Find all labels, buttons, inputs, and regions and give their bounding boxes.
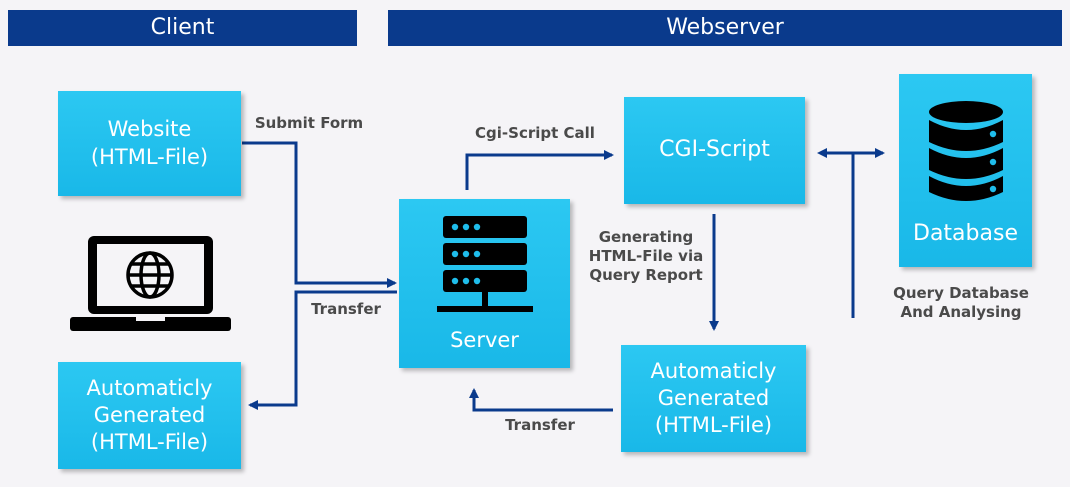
auto-generated-client-label: Automaticly Generated (HTML-File): [86, 375, 213, 455]
server-label: Server: [450, 327, 519, 352]
website-label: Website (HTML-File): [90, 117, 209, 169]
generating-label: Generating HTML-File via Query Report: [588, 228, 704, 284]
auto-generated-client-node: Automaticly Generated (HTML-File): [58, 362, 241, 469]
server-rack-icon: [437, 214, 533, 320]
database-label: Database: [913, 221, 1018, 247]
webserver-header: Webserver: [388, 10, 1062, 46]
website-node: Website (HTML-File): [58, 91, 241, 196]
client-header: Client: [8, 10, 357, 46]
cgi-script-label: CGI-Script: [659, 137, 770, 163]
laptop-globe-icon: [68, 233, 233, 333]
cgi-call-label: Cgi-Script Call: [475, 124, 595, 142]
submit-form-label: Submit Form: [254, 114, 364, 132]
transfer-to-server-arrow: [469, 388, 613, 412]
auto-generated-server-node: Automaticly Generated (HTML-File): [621, 345, 806, 452]
transfer-bottom-label: Transfer: [505, 416, 575, 434]
cgi-script-node: CGI-Script: [624, 97, 805, 204]
auto-generated-server-label: Automaticly Generated (HTML-File): [650, 358, 777, 438]
database-icon: [927, 100, 1005, 204]
cgi-call-arrow: [465, 150, 614, 190]
transfer-left-label: Transfer: [311, 300, 381, 318]
submit-form-arrow: [242, 141, 397, 288]
transfer-to-client-arrow: [248, 290, 397, 410]
query-db-label: Query Database And Analysing: [893, 284, 1029, 321]
